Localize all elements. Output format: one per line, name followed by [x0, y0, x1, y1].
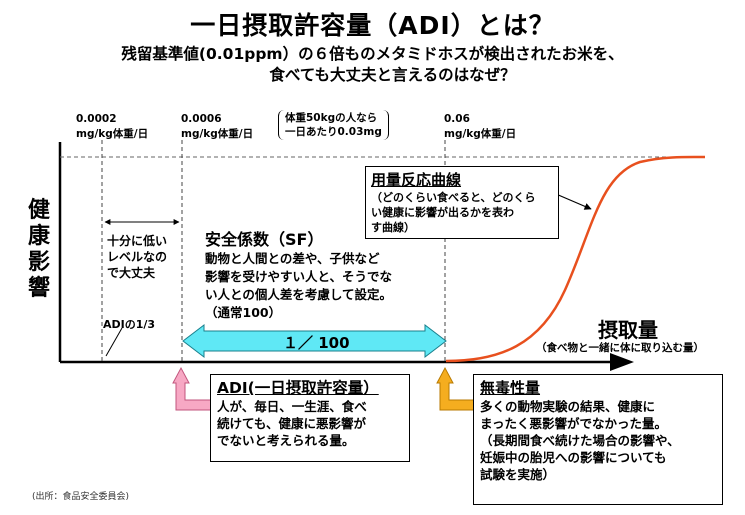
bracket-note: 体重50kgの人なら 一日あたり0.03mg: [278, 110, 389, 140]
curve-label-pointer: [555, 193, 592, 210]
noael-box-title: 無毒性量: [480, 379, 541, 397]
tick-unit: mg/kg体重/日: [181, 128, 254, 140]
safety-factor-line-1: 動物と人間との差や、子供など: [205, 251, 380, 266]
adi-box-line-3: でないと考えられる量。: [217, 433, 355, 448]
safety-factor-line-4: （通常100）: [205, 305, 282, 320]
adi-third-label: ADIの1/3: [103, 318, 156, 331]
adi-definition-box: ADI(一日摂取許容量） 人が、毎日、一生涯、食べ 続けても、健康に悪影響が で…: [210, 374, 410, 462]
dose-response-title: 用量反応曲線: [371, 171, 462, 189]
tick-unit: mg/kg体重/日: [76, 128, 149, 140]
x-axis-sublabel: （食べ物と一緒に体に取り込む量）: [536, 342, 704, 354]
noael-definition-box: 無毒性量 多くの動物実験の結果、健康に まったく悪影響がでなかった量。 （長期間…: [473, 374, 723, 505]
tick-value: 0.0006: [181, 113, 222, 125]
tick-label-0.06: 0.06 mg/kg体重/日: [444, 112, 516, 142]
safety-factor-line-2: 影響を受けやすい人と、そうでな: [205, 269, 393, 284]
page-subtitle: 残留基準値(0.01ppm）の６倍ものメタミドホスが検出されたお米を、 食べても…: [0, 44, 745, 86]
adi-third-pointer: [105, 327, 123, 357]
bracket-note-line-1: 体重50kgの人なら: [285, 112, 378, 124]
dose-response-line-1: （どのくらい食べると、どのくら: [371, 191, 536, 204]
source-note: (出所：食品安全委員会): [32, 492, 130, 502]
tick-value: 0.0002: [76, 113, 117, 125]
low-level-line-1: 十分に低い: [107, 234, 168, 248]
adi-box-line-2: 続けても、健康に悪影響が: [217, 416, 367, 431]
noael-pointer-icon: [436, 366, 475, 411]
dose-response-line-2: い健康に影響が出るかを表わ: [371, 206, 514, 219]
dose-response-line-3: す曲線）: [371, 221, 415, 234]
safety-factor-title: 安全係数（SF）: [205, 230, 324, 249]
safety-factor-arrow: [182, 323, 447, 359]
y-axis-label: 健康影響: [27, 198, 50, 301]
safety-factor-ratio: １／ 100: [283, 334, 350, 352]
safety-factor-block: 安全係数（SF） 動物と人間との差や、子供など 影響を受けやすい人と、そうでな …: [205, 226, 445, 322]
noael-box-line-3: （長期間食べ続けた場合の影響や、: [480, 433, 680, 448]
dose-response-label: 用量反応曲線 （どのくらい食べると、どのくら い健康に影響が出るかを表わ す曲線…: [365, 166, 559, 239]
noael-box-line-2: まったく悪影響がでなかった量。: [480, 416, 668, 431]
tick-label-0.0006: 0.0006 mg/kg体重/日: [181, 112, 253, 142]
noael-box-line-5: 試験を実施）: [480, 467, 556, 482]
safety-factor-line-3: い人との個人差を考慮して設定。: [205, 287, 393, 302]
tick-value: 0.06: [444, 113, 470, 125]
noael-box-line-1: 多くの動物実験の結果、健康に: [480, 399, 656, 414]
tick-unit: mg/kg体重/日: [444, 128, 517, 140]
bracket-note-line-2: 一日あたり0.03mg: [285, 126, 382, 138]
x-axis-arrowhead: [610, 353, 634, 371]
noael-box-line-4: 妊娠中の胎児への影響についても: [480, 450, 667, 465]
adi-pointer-icon: [172, 366, 214, 411]
subtitle-line-2: 食べても大丈夫と言えるのはなぜ？: [269, 66, 516, 84]
x-axis-label: 摂取量: [598, 318, 658, 342]
low-level-line-2: レベルなの: [107, 250, 168, 264]
page-title: 一日摂取許容量（ADI）とは？: [190, 11, 555, 40]
low-level-line-3: で大丈夫: [107, 266, 156, 280]
dose-response-curve: [445, 155, 706, 363]
adi-box-title: ADI(一日摂取許容量）: [217, 379, 379, 397]
subtitle-line-1: 残留基準値(0.01ppm）の６倍ものメタミドホスが検出されたお米を、: [121, 45, 624, 63]
tick-label-0.0002: 0.0002 mg/kg体重/日: [76, 112, 148, 142]
low-level-note: 十分に低い レベルなの で大丈夫: [107, 233, 167, 281]
adi-box-line-1: 人が、毎日、一生涯、食べ: [217, 399, 367, 414]
